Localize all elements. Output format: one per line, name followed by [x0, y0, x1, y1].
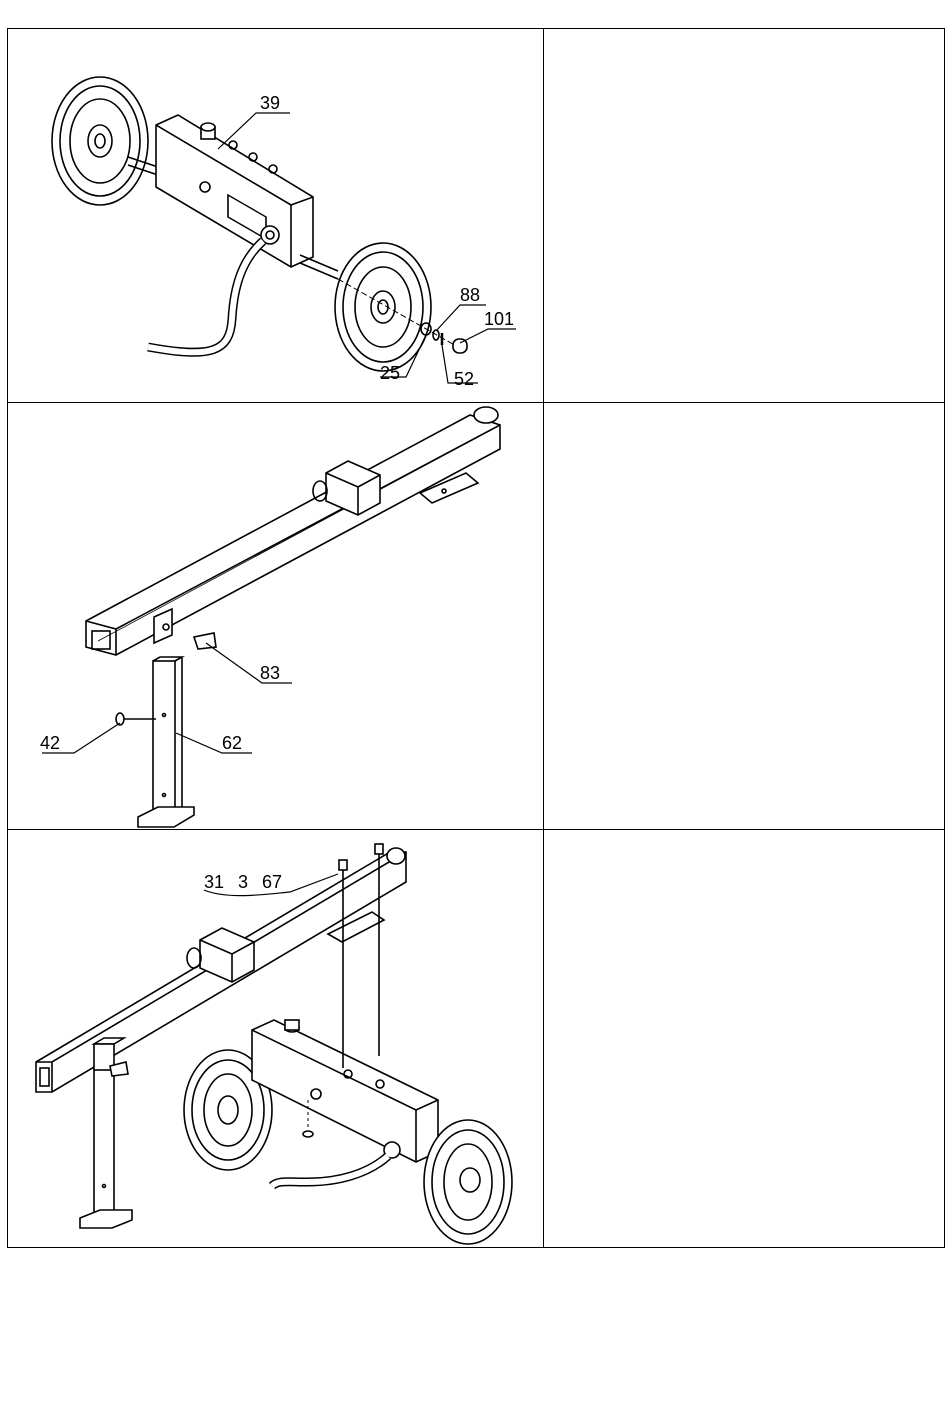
- description-cell: [544, 403, 944, 829]
- callout-31: 31: [204, 872, 224, 892]
- table-row: 39 88 101 25 52: [8, 29, 944, 403]
- callout-39: 39: [260, 93, 280, 113]
- table-row: 31 3 67: [8, 830, 944, 1247]
- callout-3: 3: [238, 872, 248, 892]
- callout-62: 62: [222, 733, 242, 753]
- callout-25: 25: [380, 363, 400, 383]
- drawing-cell: 83 42 62: [8, 403, 544, 829]
- callout-101: 101: [484, 309, 514, 329]
- description-cell: [544, 29, 944, 402]
- drawing-cell: 39 88 101 25 52: [8, 29, 544, 402]
- callout-88: 88: [460, 285, 480, 305]
- callout-83: 83: [260, 663, 280, 683]
- axle-wheel-assembly-drawing: 39 88 101 25 52: [8, 29, 544, 403]
- frame-beam-stand-drawing: 83 42 62: [8, 403, 544, 830]
- full-assembly-drawing: 31 3 67: [8, 830, 544, 1247]
- table-row: 83 42 62: [8, 403, 944, 830]
- description-cell: [544, 830, 944, 1247]
- callout-67: 67: [262, 872, 282, 892]
- callout-52: 52: [454, 369, 474, 389]
- parts-table: 39 88 101 25 52: [7, 28, 945, 1248]
- callout-42: 42: [40, 733, 60, 753]
- drawing-cell: 31 3 67: [8, 830, 544, 1247]
